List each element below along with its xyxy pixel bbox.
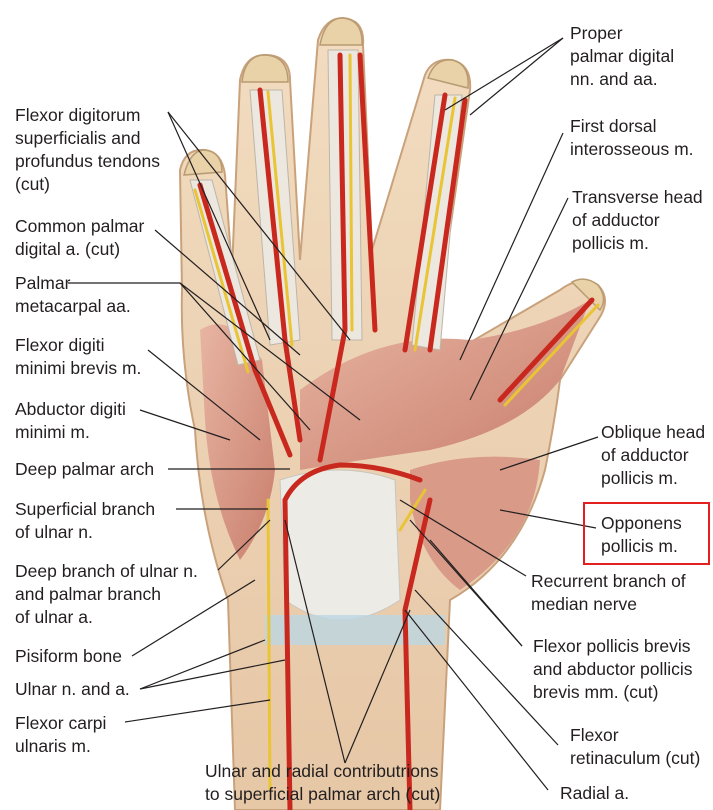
label-line: Flexor bbox=[570, 725, 619, 745]
label-line: of ulnar n. bbox=[15, 522, 93, 542]
label-line: First dorsal bbox=[570, 116, 657, 136]
label-line: of adductor bbox=[601, 445, 689, 465]
label-line: pollicis m. bbox=[601, 468, 678, 488]
label-deep-branch-ulnar: Deep branch of ulnar n. and palmar branc… bbox=[15, 560, 198, 629]
label-line: brevis mm. (cut) bbox=[533, 682, 659, 702]
label-line: Flexor pollicis brevis bbox=[533, 636, 691, 656]
label-line: Oblique head bbox=[601, 422, 706, 442]
label-superficial-arch-contributions: Ulnar and radial contributrions to super… bbox=[205, 760, 440, 806]
label-superficial-branch-ulnar: Superficial branch of ulnar n. bbox=[15, 498, 155, 544]
label-line: Palmar bbox=[15, 273, 71, 293]
highlight-box bbox=[583, 502, 710, 565]
label-line: pollicis m. bbox=[572, 233, 649, 253]
label-line: minimi m. bbox=[15, 422, 90, 442]
label-radial-artery: Radial a. bbox=[560, 782, 629, 805]
label-line: superficialis and bbox=[15, 128, 141, 148]
label-line: Deep branch of ulnar n. bbox=[15, 561, 198, 581]
label-ulnar-n-a: Ulnar n. and a. bbox=[15, 678, 130, 701]
label-line: ulnaris m. bbox=[15, 736, 91, 756]
label-line: retinaculum (cut) bbox=[570, 748, 701, 768]
label-line: Common palmar bbox=[15, 216, 145, 236]
label-line: Flexor carpi bbox=[15, 713, 107, 733]
label-common-palmar-digital: Common palmar digital a. (cut) bbox=[15, 215, 144, 261]
label-transverse-head-adductor: Transverse head of adductor pollicis m. bbox=[572, 186, 703, 255]
label-line: metacarpal aa. bbox=[15, 296, 131, 316]
label-line: Ulnar n. and a. bbox=[15, 679, 130, 699]
label-abductor-digiti-minimi: Abductor digiti minimi m. bbox=[15, 398, 126, 444]
label-oblique-head-adductor: Oblique head of adductor pollicis m. bbox=[601, 421, 705, 490]
label-line: Pisiform bone bbox=[15, 646, 122, 666]
label-line: Opponens bbox=[601, 513, 682, 533]
label-opponens-pollicis: Opponens pollicis m. bbox=[601, 512, 682, 558]
label-flexor-digitorum-tendons: Flexor digitorum superficialis and profu… bbox=[15, 104, 160, 196]
nail-thumb bbox=[570, 278, 605, 312]
label-line: Deep palmar arch bbox=[15, 459, 155, 479]
label-flexor-carpi-ulnaris: Flexor carpi ulnaris m. bbox=[15, 712, 106, 758]
retinaculum-cut bbox=[265, 615, 445, 645]
label-line: pollicis m. bbox=[601, 536, 678, 556]
label-line: Flexor digiti bbox=[15, 335, 105, 355]
label-line: Abductor digiti bbox=[15, 399, 126, 419]
label-line: and abductor pollicis bbox=[533, 659, 693, 679]
label-proper-palmar-digital: Proper palmar digital nn. and aa. bbox=[570, 22, 674, 91]
label-line: nn. and aa. bbox=[570, 69, 658, 89]
label-line: digital a. (cut) bbox=[15, 239, 121, 259]
label-line: Radial a. bbox=[560, 783, 630, 803]
carpal-tunnel bbox=[279, 469, 401, 621]
label-deep-palmar-arch: Deep palmar arch bbox=[15, 458, 154, 481]
label-recurrent-branch-median: Recurrent branch of median nerve bbox=[531, 570, 686, 616]
label-flexor-retinaculum: Flexor retinaculum (cut) bbox=[570, 724, 700, 770]
label-line: Flexor digitorum bbox=[15, 105, 141, 125]
label-line: median nerve bbox=[531, 594, 638, 614]
label-line: Recurrent branch of bbox=[531, 571, 686, 591]
leader-lines bbox=[68, 37, 599, 791]
nail-middle bbox=[319, 17, 363, 46]
label-line: Transverse head bbox=[572, 187, 703, 207]
label-palmar-metacarpal: Palmar metacarpal aa. bbox=[15, 272, 131, 318]
label-line: profundus tendons bbox=[15, 151, 160, 171]
hypothenar-muscles bbox=[200, 324, 275, 560]
label-flexor-digiti-minimi: Flexor digiti minimi brevis m. bbox=[15, 334, 141, 380]
label-line: and palmar branch bbox=[15, 584, 161, 604]
nail-ring bbox=[241, 54, 289, 83]
label-pisiform-bone: Pisiform bone bbox=[15, 645, 122, 668]
label-line: Superficial branch bbox=[15, 499, 156, 519]
label-line: to superficial palmar arch (cut) bbox=[205, 784, 441, 804]
label-flexor-abductor-pollicis-brevis: Flexor pollicis brevis and abductor poll… bbox=[533, 635, 693, 704]
label-line: Proper bbox=[570, 23, 623, 43]
adductor-muscles bbox=[300, 300, 590, 470]
label-line: of ulnar a. bbox=[15, 607, 93, 627]
label-first-dorsal-interosseous: First dorsal interosseous m. bbox=[570, 115, 694, 161]
label-line: palmar digital bbox=[570, 46, 675, 66]
label-line: interosseous m. bbox=[570, 139, 694, 159]
label-line: (cut) bbox=[15, 174, 50, 194]
label-line: of adductor bbox=[572, 210, 660, 230]
label-line: minimi brevis m. bbox=[15, 358, 142, 378]
nail-index bbox=[427, 59, 469, 89]
label-line: Ulnar and radial contributrions bbox=[205, 761, 439, 781]
